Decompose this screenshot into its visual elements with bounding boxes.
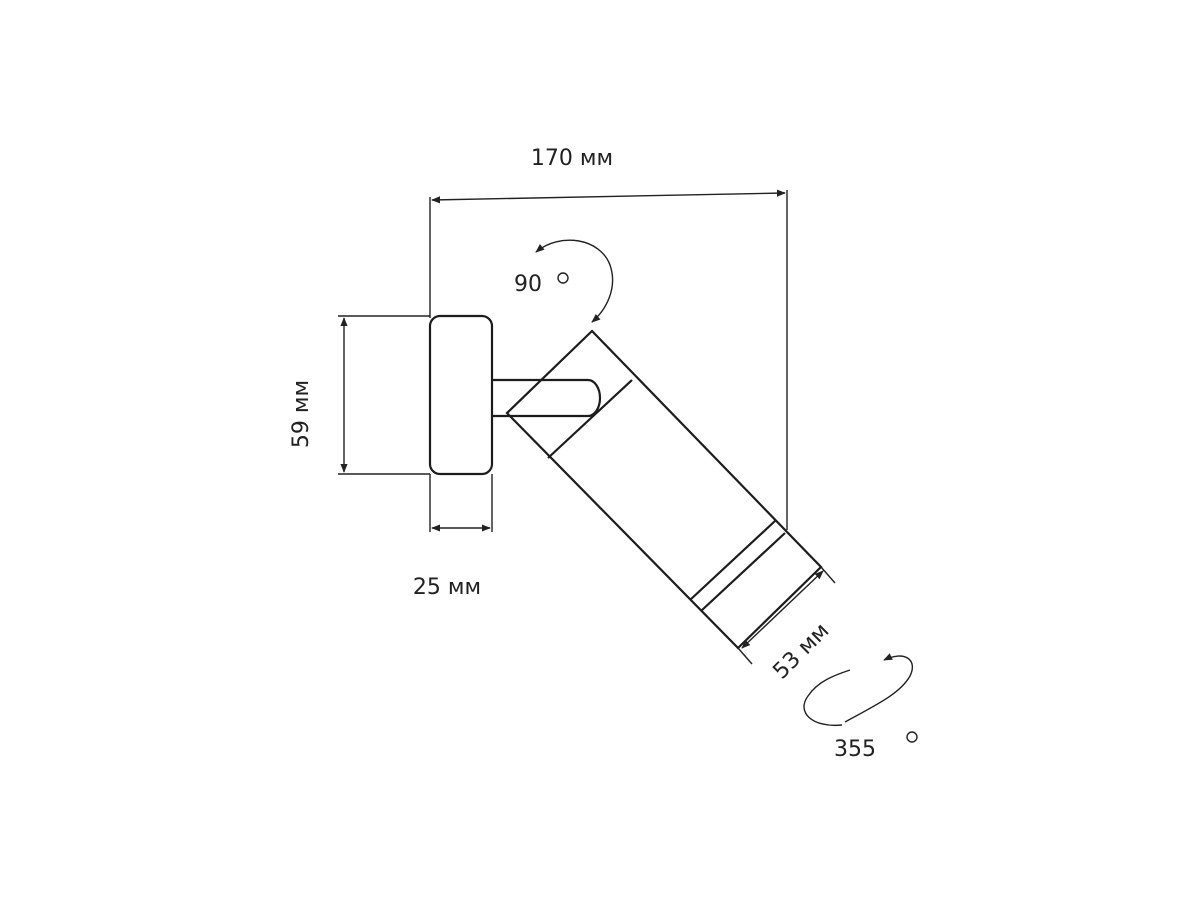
diameter-dimension: 53 мм xyxy=(737,566,836,684)
tilt-rotation-arrow-icon xyxy=(535,239,614,323)
width-label: 170 мм xyxy=(531,146,613,171)
height-dimension: 59 мм xyxy=(289,315,430,475)
diameter-label: 53 мм xyxy=(768,618,834,684)
fixture-drawing xyxy=(428,314,823,650)
swivel-rotation-arrow-icon xyxy=(803,669,851,727)
tilt-rotation: 90 xyxy=(514,239,614,323)
depth-dimension: 25 мм xyxy=(413,474,493,600)
swivel-rotation: 355 xyxy=(803,653,918,762)
height-label: 59 мм xyxy=(289,380,314,448)
tilt-degree-icon xyxy=(557,272,569,284)
depth-label: 25 мм xyxy=(413,575,481,600)
wall-base xyxy=(428,314,494,476)
lamp-cylinder xyxy=(505,329,823,650)
tilt-angle-label: 90 xyxy=(514,272,542,297)
swivel-degree-icon xyxy=(906,731,918,743)
width-dimension: 170 мм xyxy=(429,146,788,530)
swivel-angle-label: 355 xyxy=(834,737,876,762)
